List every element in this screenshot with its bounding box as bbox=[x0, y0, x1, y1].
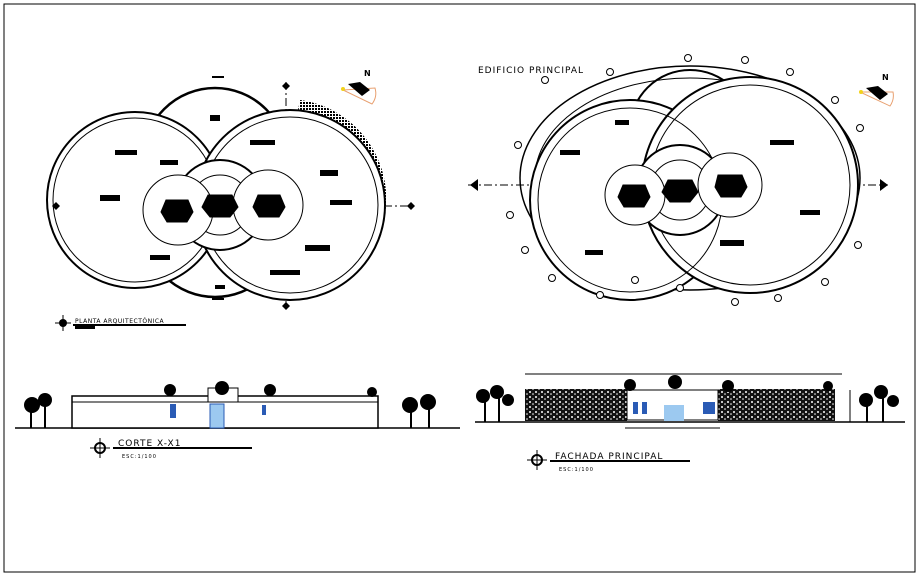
sheet-border bbox=[3, 3, 916, 573]
column-grid-markers bbox=[506, 54, 864, 306]
stone-wall-right bbox=[718, 389, 835, 421]
section-title-block: CORTE X-X1 ESC:1/100 bbox=[90, 438, 252, 460]
sun-icon bbox=[859, 90, 863, 94]
north-label: N bbox=[364, 69, 371, 78]
section-title: CORTE X-X1 bbox=[118, 439, 181, 449]
floor-plan bbox=[46, 76, 415, 310]
stone-wall-left bbox=[525, 389, 627, 421]
furniture-blocks bbox=[100, 115, 352, 289]
facade-drawing bbox=[475, 373, 905, 429]
main-building-title: EDIFICIO PRINCIPAL bbox=[478, 66, 584, 76]
facade-title: FACHADA PRINCIPAL bbox=[555, 452, 663, 462]
facade-scale: ESC:1/100 bbox=[559, 467, 594, 473]
facade-title-block: FACHADA PRINCIPAL ESC:1/100 bbox=[527, 450, 690, 473]
main-building-plan bbox=[468, 54, 888, 306]
plan-title: PLANTA ARQUITECTÓNICA bbox=[75, 318, 165, 325]
outer-ring bbox=[519, 65, 861, 291]
section-scale: ESC:1/100 bbox=[122, 454, 157, 460]
section-drawing bbox=[15, 381, 460, 429]
north-arrow-right: N bbox=[859, 73, 894, 107]
fountain-center bbox=[201, 194, 239, 218]
north-arrow-left: N bbox=[341, 69, 377, 105]
north-label: N bbox=[882, 73, 889, 82]
plan-title-block: PLANTA ARQUITECTÓNICA bbox=[55, 315, 186, 331]
tree-silhouettes bbox=[476, 375, 899, 422]
sun-icon bbox=[341, 87, 345, 91]
tree-silhouettes bbox=[24, 381, 436, 428]
